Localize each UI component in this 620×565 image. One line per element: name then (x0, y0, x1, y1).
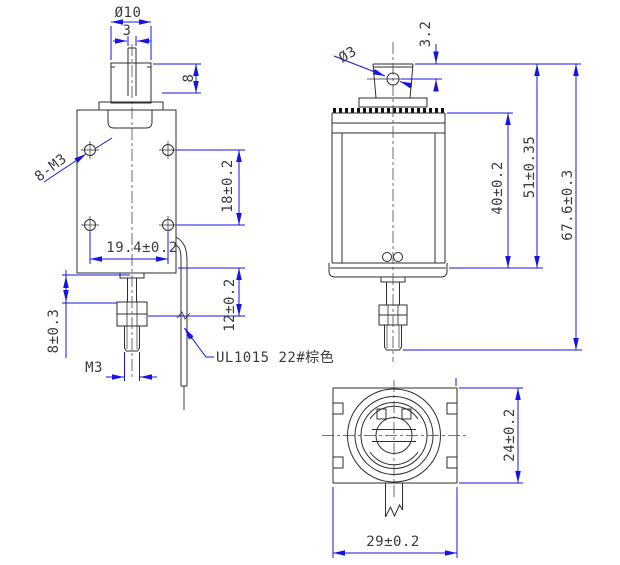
side-notches (333, 402, 457, 469)
dim-tube-height: 8 (181, 73, 197, 83)
base-plate (328, 263, 448, 278)
dim-hole-spacing-horizontal: 19.4±0.2 (106, 240, 178, 256)
bottom-view-dimensions (332, 378, 523, 558)
bottom-view-part (322, 380, 468, 518)
side-view-dimensions (333, 44, 582, 351)
dim-tube-diameter: Ø10 (114, 5, 142, 21)
dim-shaft-upper: 8±0.3 (46, 308, 62, 354)
shaft (127, 278, 137, 302)
lead-wire (175, 236, 188, 387)
dim-body-height: 40±0.2 (490, 161, 506, 215)
dim-hole-spacing-vertical: 18±0.2 (220, 159, 236, 213)
front-view-part (76, 44, 191, 410)
dim-depth: 24±0.2 (502, 408, 518, 462)
wire-exit-hole (382, 252, 392, 262)
broken-shaft (385, 483, 403, 518)
dim-width: 29±0.2 (366, 534, 420, 550)
side-body-frame (331, 112, 446, 264)
key-tab (401, 408, 412, 420)
dim-rod-width: 3 (122, 23, 132, 39)
shaft-side (386, 282, 400, 305)
mounting-holes (81, 141, 177, 234)
bottom-centerlines (322, 380, 468, 500)
wire-exit-hole (393, 252, 403, 262)
label-lead-wire: UL1015 22#棕色 (216, 350, 335, 366)
guide-tube (110, 62, 152, 104)
stud-threads (126, 326, 138, 349)
label-thread: M3 (85, 360, 103, 376)
side-view-part (328, 42, 448, 362)
key-tab (376, 408, 387, 420)
dim-shaft-exposed: 12±0.2 (222, 278, 238, 332)
tube-end-inside (107, 110, 153, 129)
threaded-stud-side (384, 325, 402, 351)
holes-leader (43, 153, 87, 183)
dim-body-plus-head: 51±0.35 (522, 135, 538, 199)
coil-window (341, 133, 436, 263)
dim-hole-offset: 3.2 (418, 20, 434, 48)
front-view-dimensions (43, 19, 245, 381)
hole-dia-leader (333, 55, 386, 77)
dim-overall-length: 67.6±0.3 (560, 169, 576, 241)
